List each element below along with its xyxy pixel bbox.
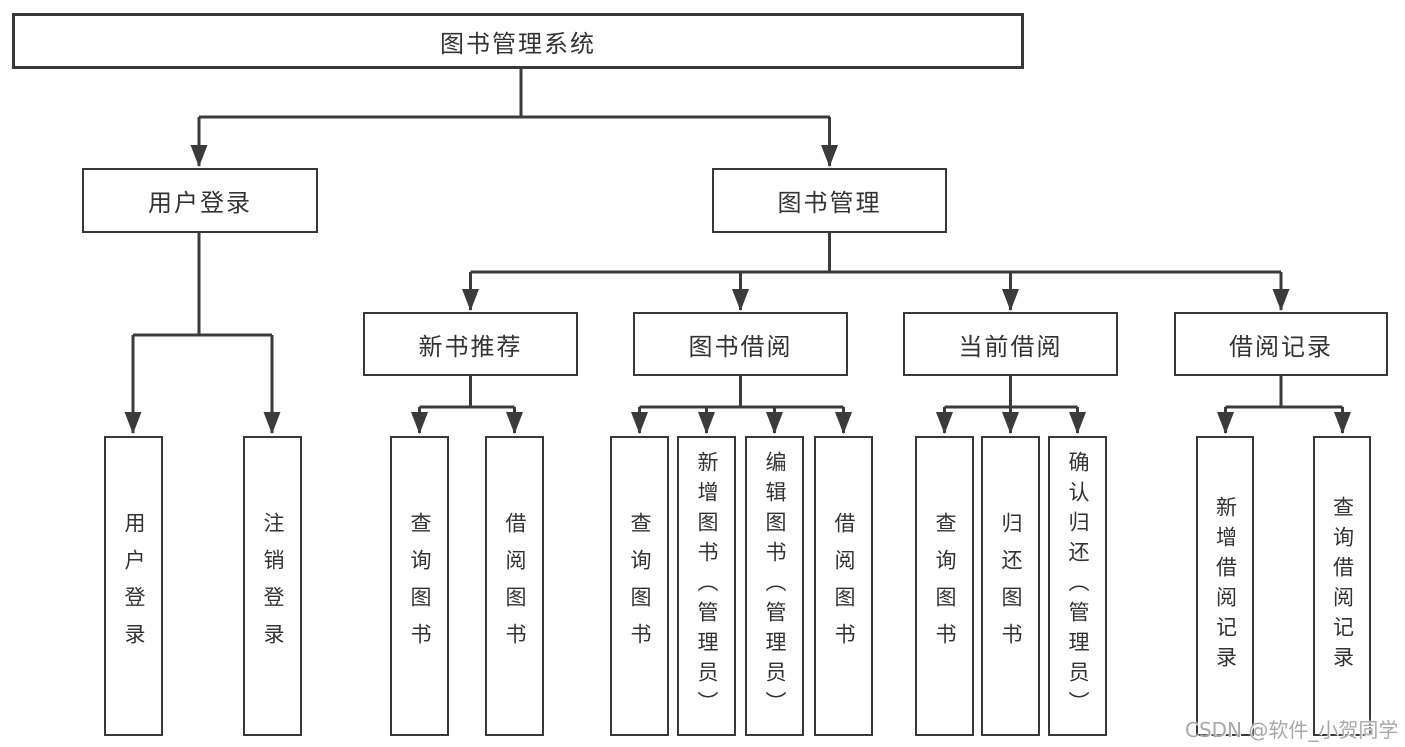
- node-label: 图书借阅: [688, 332, 793, 361]
- leaf-edit-books-admin: 编辑图书（管理员）: [745, 436, 804, 736]
- leaf-label: 确认归还（管理员）: [1066, 451, 1090, 721]
- leaf-query-books-recommend: 查询图书: [390, 436, 449, 736]
- leaf-logout: 注销登录: [243, 436, 302, 736]
- node-label: 借阅记录: [1229, 332, 1333, 361]
- node-new-book-recommendation: 新书推荐: [363, 312, 578, 376]
- leaf-borrow-books: 借阅图书: [814, 436, 873, 736]
- leaf-label: 借阅图书: [832, 512, 856, 660]
- node-label: 用户登录: [148, 189, 252, 217]
- leaf-label: 新增图书（管理员）: [695, 451, 719, 721]
- leaf-label: 借阅图书: [503, 512, 527, 660]
- leaf-label: 查询图书: [628, 512, 652, 660]
- node-label: 新书推荐: [418, 332, 523, 361]
- leaf-borrow-books-recommend: 借阅图书: [485, 436, 544, 736]
- leaf-label: 归还图书: [999, 512, 1023, 660]
- node-label: 图书管理: [777, 189, 882, 217]
- leaf-label: 查询图书: [933, 512, 957, 660]
- leaf-return-books: 归还图书: [981, 436, 1040, 736]
- leaf-query-books-borrow: 查询图书: [610, 436, 669, 736]
- leaf-label: 查询图书: [408, 512, 432, 660]
- leaf-label: 编辑图书（管理员）: [763, 451, 787, 721]
- leaf-query-books-current: 查询图书: [915, 436, 974, 736]
- leaf-user-login: 用户登录: [104, 436, 163, 736]
- leaf-add-borrow-record: 新增借阅记录: [1196, 436, 1254, 736]
- node-book-management: 图书管理: [712, 168, 947, 233]
- node-label: 图书管理系统: [440, 29, 596, 58]
- leaf-add-books-admin: 新增图书（管理员）: [677, 436, 736, 736]
- leaf-confirm-return-admin: 确认归还（管理员）: [1048, 436, 1107, 736]
- leaf-query-borrow-record: 查询借阅记录: [1313, 436, 1371, 736]
- leaf-label: 注销登录: [261, 512, 285, 660]
- csdn-watermark: CSDN @软件_小贺同学: [1185, 718, 1399, 742]
- node-library-management-system: 图书管理系统: [12, 13, 1024, 69]
- node-label: 当前借阅: [958, 332, 1063, 361]
- node-borrowing-records: 借阅记录: [1174, 312, 1388, 376]
- leaf-label: 查询借阅记录: [1330, 496, 1355, 676]
- node-user-login: 用户登录: [82, 168, 318, 233]
- node-book-borrowing: 图书借阅: [633, 312, 848, 376]
- leaf-label: 用户登录: [122, 512, 146, 660]
- node-current-borrowing: 当前借阅: [903, 312, 1118, 376]
- leaf-label: 新增借阅记录: [1213, 496, 1238, 676]
